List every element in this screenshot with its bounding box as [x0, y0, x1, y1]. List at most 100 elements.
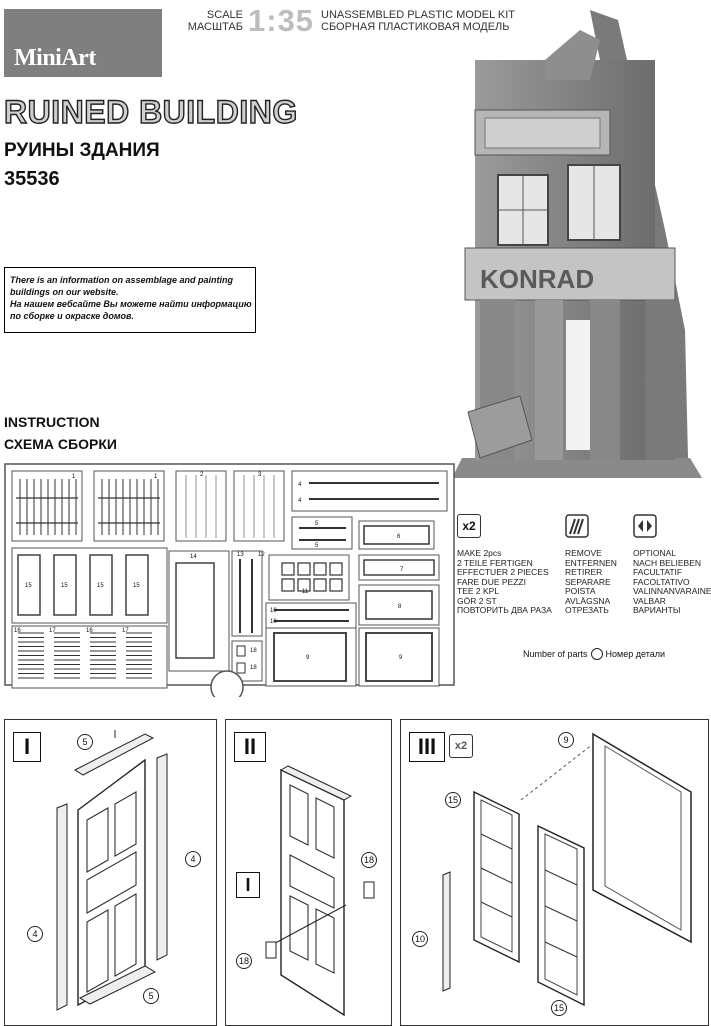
sprue-part-label: 16: [14, 628, 21, 634]
sprue-part-label: 9: [306, 655, 310, 661]
scale-label-ru: МАСШТАБ: [187, 21, 243, 33]
kit-description-ru: СБОРНАЯ ПЛАСТИКОВАЯ МОДЕЛЬ: [321, 21, 510, 33]
step-3-number: III: [409, 732, 445, 762]
sprue-part-label: 10: [270, 608, 277, 614]
scale-value: 1:35: [248, 3, 315, 38]
callout-part: 18: [361, 852, 377, 868]
brand-logo: MiniArt: [4, 9, 162, 77]
sprue-part-label: 8: [398, 604, 402, 610]
sprue-part-label: 10: [270, 619, 277, 625]
sprue-part-label: 16: [86, 628, 93, 634]
legend-line: VALBAR: [633, 595, 666, 606]
legend-line: FARE DUE PEZZI: [457, 576, 526, 587]
legend-line: ПОВТОРИТЬ ДВА РАЗА: [457, 605, 552, 615]
callout-part: 4: [27, 926, 43, 942]
shop-sign-text: KONRAD: [480, 264, 594, 294]
info-line: buildings on our website.: [10, 287, 119, 297]
legend-line: RETIRER: [565, 567, 603, 577]
legend-optional-text: OPTIONAL NACH BELIEBEN FACULTATIF FACOLT…: [633, 548, 711, 616]
sprue-part-label: 4: [298, 498, 302, 504]
parts-number-legend: Number of parts Номер детали: [523, 648, 665, 660]
step-1-panel: I 5 4 4 5: [4, 719, 217, 1026]
make-two-badge: x2: [449, 734, 473, 758]
legend-line: VALINNANVARAINEN: [633, 586, 711, 596]
legend-line: TEE 2 KPL: [457, 586, 500, 596]
legend-line: POISTA: [565, 586, 596, 596]
sprue-part-label: 18: [250, 648, 257, 654]
legend-line: AVLÄGSNA: [565, 595, 611, 606]
legend-line: 2 TEILE FERTIGEN: [457, 557, 533, 568]
legend-line: GÖR 2 ST: [457, 595, 497, 606]
instruction-heading: INSTRUCTION: [4, 414, 100, 430]
legend-line: ВАРИАНТЫ: [633, 605, 681, 615]
legend-line: FACOLTATIVO: [633, 576, 690, 587]
info-line: по сборке и окраске домов.: [10, 311, 134, 321]
step-1-drawing: [56, 730, 168, 1011]
legend-line: EFFECTUER 2 PIECES: [457, 567, 549, 577]
sprue-part-label: 6: [397, 534, 401, 540]
sprue-part-label: 1: [72, 474, 76, 480]
make-two-icon: x2: [457, 514, 481, 538]
legend-line: NACH BELIEBEN: [633, 557, 702, 568]
sprue-part-label: 4: [298, 482, 302, 488]
sprue-part-label: 5: [315, 543, 319, 549]
callout-part: 5: [143, 988, 159, 1004]
step-2-number: II: [234, 732, 266, 762]
sprue-part-label: 12: [258, 552, 265, 558]
sprue-part-label: 17: [122, 628, 129, 634]
sprue-part-label: 15: [25, 583, 32, 589]
sprue-part-label: 14: [190, 554, 197, 560]
parts-number-label-ru: Номер детали: [605, 649, 665, 659]
parts-number-label: Number of parts: [523, 649, 588, 659]
legend-line: FACULTATIF: [633, 567, 683, 577]
scale-label-en: SCALE: [206, 9, 243, 21]
sprue-part-label: 11: [302, 589, 309, 595]
kit-description-en: UNASSEMBLED PLASTIC MODEL KIT: [321, 9, 515, 21]
page-title: RUINED BUILDING: [3, 93, 298, 130]
page-title-ru: РУИНЫ ЗДАНИЯ: [4, 140, 160, 161]
callout-part: 15: [551, 1000, 567, 1016]
sprue-part-label: 15: [97, 583, 104, 589]
step-1-number: I: [13, 732, 41, 762]
kit-number: 35536: [4, 168, 60, 190]
step-2-drawing: [265, 765, 375, 1017]
sprue-part-label: 17: [49, 628, 56, 634]
callout-part: 5: [77, 734, 93, 750]
sprue-part-label: 1: [154, 474, 158, 480]
step-3-panel: III x2 9 15 10 15: [400, 719, 709, 1026]
info-line: На нашем вебсайте Вы можете найти информ…: [10, 299, 252, 309]
callout-part: 9: [558, 732, 574, 748]
legend-line: REMOVE: [565, 548, 602, 558]
sprue-part-label: 18: [250, 665, 257, 671]
sprue-part-label: 5: [315, 521, 319, 527]
legend-remove-text: REMOVE ENTFERNEN RETIRER SEPARARE POISTA…: [565, 548, 617, 616]
callout-part: 4: [185, 851, 201, 867]
step-3-drawing: [442, 732, 692, 1007]
info-line: There is an information on assemblage an…: [10, 275, 234, 285]
sprue-part-label: 13: [237, 552, 244, 558]
sprue-part-label: 2: [200, 472, 204, 478]
legend-line: ENTFERNEN: [565, 557, 617, 568]
sprue-part-label: 3: [258, 472, 262, 478]
instruction-heading-ru: СХЕМА СБОРКИ: [4, 436, 117, 452]
kit-description: UNASSEMBLED PLASTIC MODEL KIT СБОРНАЯ ПЛ…: [321, 9, 515, 33]
sprue-part-label: 15: [133, 583, 140, 589]
step-2-reference-number: I: [236, 872, 260, 898]
legend-line: MAKE 2pcs: [457, 548, 502, 558]
legend-make-text: MAKE 2pcs 2 TEILE FERTIGEN EFFECTUER 2 P…: [457, 548, 552, 616]
sprue-part-label: 7: [400, 567, 404, 573]
sprue-part-label: 15: [61, 583, 68, 589]
legend-line: ОТРЕЗАТЬ: [565, 605, 609, 615]
legend-line: OPTIONAL: [633, 548, 676, 558]
remove-icon: [565, 514, 589, 538]
callout-part: 18: [236, 953, 252, 969]
callout-part: 15: [445, 792, 461, 808]
callout-part: 10: [412, 931, 428, 947]
optional-icon: [633, 514, 657, 538]
website-info-box: There is an information on assemblage an…: [4, 267, 256, 333]
building-photo: KONRAD: [452, 10, 702, 478]
step-2-panel: II I 18 18: [225, 719, 392, 1026]
scale-label: SCALE МАСШТАБ: [188, 9, 243, 33]
part-number-circle-icon: [590, 648, 603, 660]
